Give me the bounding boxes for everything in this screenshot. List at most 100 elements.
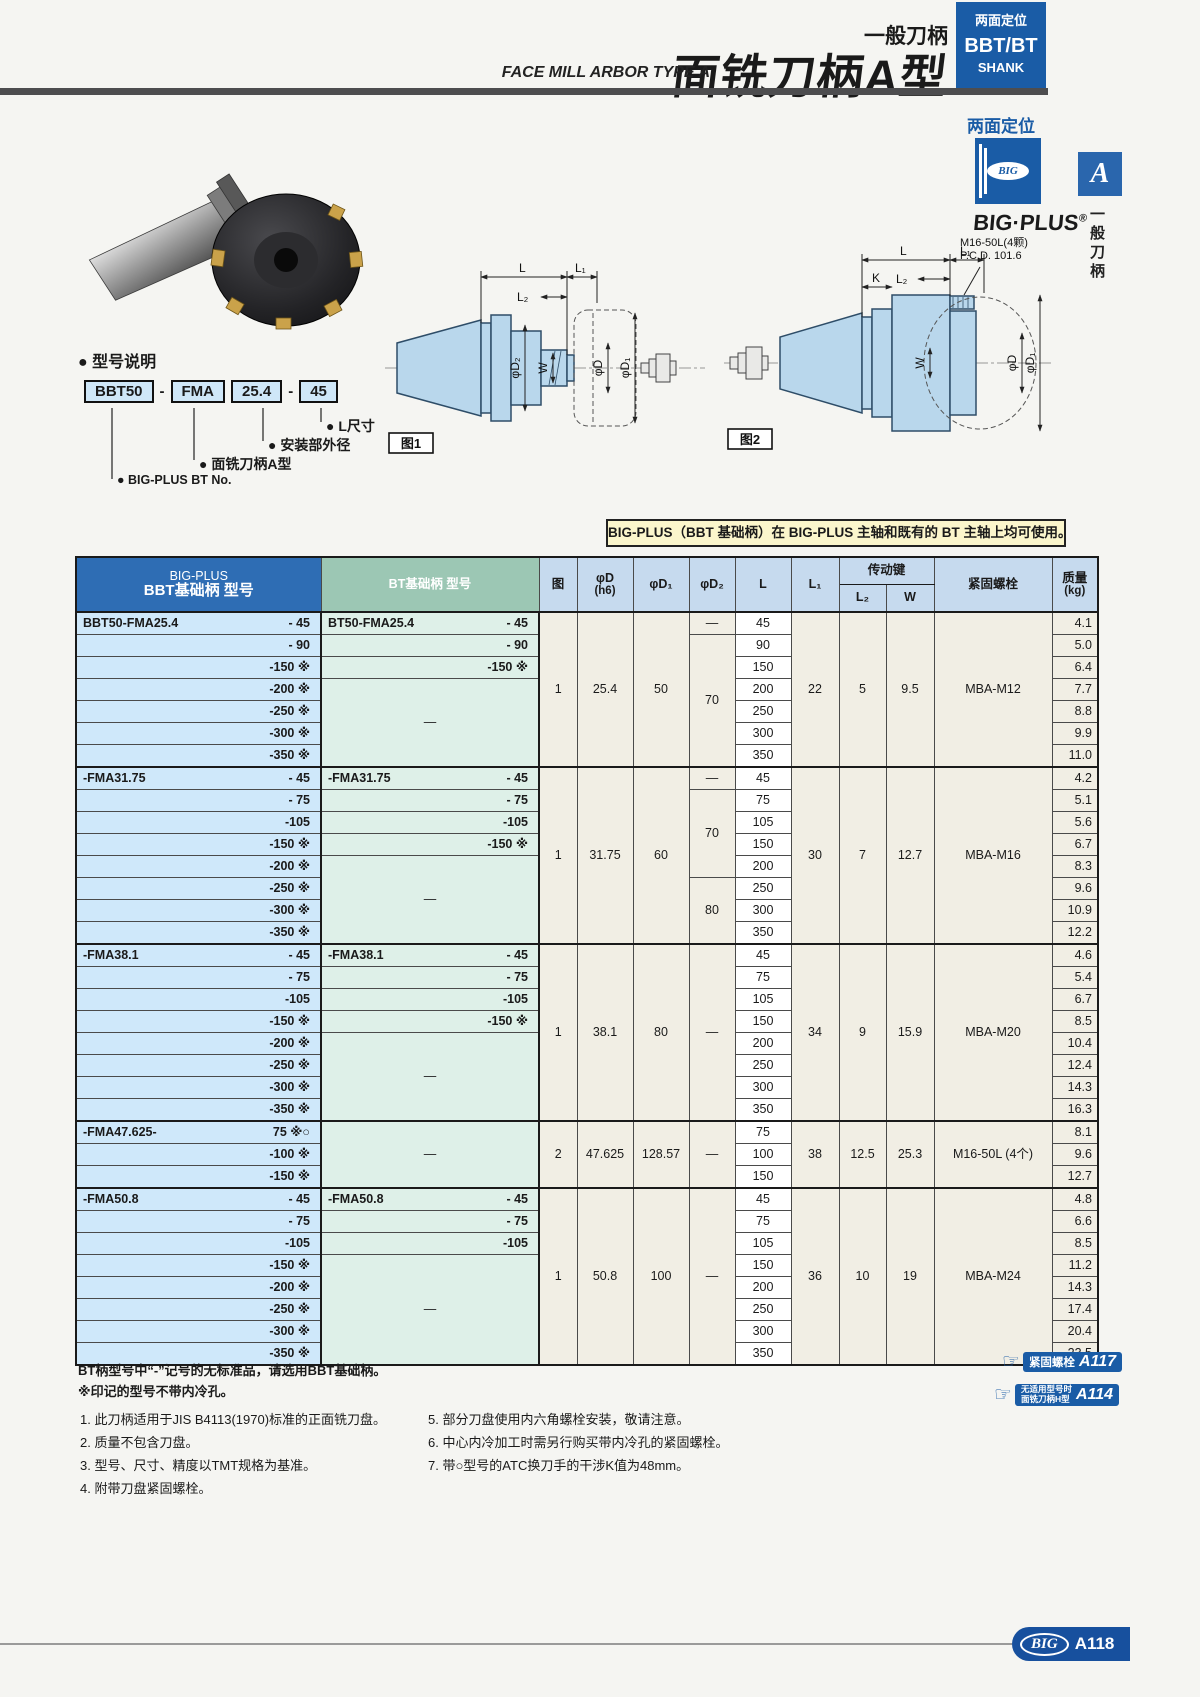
length-l-cell: 150 — [734, 656, 792, 679]
weight-cell: 4.2 — [1051, 766, 1099, 790]
spec-table: BIG-PLUS BBT基础柄 型号 BT基础柄 型号 图 φD (h6) φD… — [75, 556, 1099, 1366]
length-l1-cell: 38 — [790, 1120, 840, 1189]
key-l2-cell: 10 — [838, 1187, 887, 1366]
bbt-model-cell: -250 ※ — [75, 1298, 322, 1321]
key-w-cell: 25.3 — [885, 1120, 935, 1189]
shank-badge-top: 两面定位 — [974, 13, 1027, 28]
weight-cell: 5.6 — [1051, 811, 1099, 834]
bt-merged-cell: — — [320, 1120, 540, 1189]
figure-ref-cell: 1 — [538, 766, 578, 945]
bbt-model-cell: - 75 — [75, 966, 322, 989]
logo-stripe — [979, 144, 982, 198]
ref-page: A114 — [1075, 1385, 1114, 1403]
dim-label-d: φD — [1005, 354, 1019, 371]
bt-model-cell: - 90 — [320, 634, 540, 657]
bbt-model-cell: - 75 — [75, 789, 322, 812]
dim-label-d: φD — [591, 359, 605, 376]
length-l-cell: 350 — [734, 1098, 792, 1122]
ref-link-a114[interactable]: ☞ 无适用型号时 面铣刀柄H型 A114 — [994, 1383, 1120, 1406]
length-l-cell: 150 — [734, 1254, 792, 1277]
diameter-d2-cell: 80 — [688, 877, 736, 945]
diameter-d2-cell: 70 — [688, 789, 736, 878]
length-l-cell: 105 — [734, 811, 792, 834]
bt-model-cell: -FMA38.1- 45 — [320, 943, 540, 967]
bt-model-cell: - 75 — [320, 789, 540, 812]
ref-label-2line: 无适用型号时 面铣刀柄H型 — [1021, 1384, 1072, 1405]
bbt-model-cell: -300 ※ — [75, 899, 322, 922]
diameter-d2-cell: — — [688, 1120, 736, 1189]
figure-ref-cell: 2 — [538, 1120, 578, 1189]
footnote-item: 6. 中心内冷加工时需另行购买带内冷孔的紧固螺栓。 — [428, 1435, 729, 1450]
length-l-cell: 75 — [734, 1120, 792, 1144]
bbt-model-cell: -350 ※ — [75, 1098, 322, 1122]
weight-cell: 6.4 — [1051, 656, 1099, 679]
side-tab-letter: A — [1078, 152, 1122, 196]
bolt-cell: MBA-M12 — [933, 611, 1053, 768]
ref-link-a117[interactable]: ☞ 紧固螺栓 A117 — [1002, 1352, 1122, 1372]
bbt-model-cell: -200 ※ — [75, 855, 322, 878]
ref-chip-a117: 紧固螺栓 A117 — [1022, 1352, 1122, 1372]
weight-cell: 5.0 — [1051, 634, 1099, 657]
compat-notice: BIG-PLUS（BBT 基础柄）在 BIG-PLUS 主轴和既有的 BT 主轴… — [606, 519, 1072, 547]
logo-stripe — [984, 148, 987, 194]
weight-cell: 4.8 — [1051, 1187, 1099, 1211]
length-l-cell: 300 — [734, 899, 792, 922]
dim-label-k: K — [872, 271, 880, 285]
dim-label-l: L — [900, 244, 907, 258]
key-w-cell: 15.9 — [885, 943, 935, 1122]
length-l-cell: 45 — [734, 766, 792, 790]
pointing-hand-icon: ☞ — [994, 1383, 1012, 1406]
length-l1-cell: 30 — [790, 766, 840, 945]
bbt-model-cell: -300 ※ — [75, 722, 322, 745]
key-l2-cell: 12.5 — [838, 1120, 887, 1189]
length-l-cell: 300 — [734, 1076, 792, 1099]
dim-label-l1: L₁ — [575, 261, 586, 275]
dim-label-d2: φD₂ — [508, 357, 522, 378]
product-photo — [88, 173, 364, 330]
length-l1-cell: 34 — [790, 943, 840, 1122]
dim-label-w: W — [913, 357, 927, 369]
bbt-model-cell: -200 ※ — [75, 678, 322, 701]
bbt-model-cell: -150 ※ — [75, 1165, 322, 1189]
figure-ref-cell: 1 — [538, 943, 578, 1122]
length-l-cell: 75 — [734, 1210, 792, 1233]
key-l2-cell: 5 — [838, 611, 887, 768]
shank-badge: 两面定位 BBT/BT SHANK — [956, 2, 1046, 88]
length-l-cell: 350 — [734, 1342, 792, 1366]
ref-page: A117 — [1078, 1353, 1116, 1370]
col-header-fig: 图 — [538, 556, 578, 613]
bt-merged-cell: — — [320, 1032, 540, 1122]
bbt-model-cell: -200 ※ — [75, 1276, 322, 1299]
bt-model-cell: -FMA50.8- 45 — [320, 1187, 540, 1211]
bt-model-cell: -150 ※ — [320, 1010, 540, 1033]
bt-model-cell: - 75 — [320, 966, 540, 989]
weight-cell: 7.7 — [1051, 678, 1099, 701]
col-header-d2: φD₂ — [688, 556, 736, 613]
model-dash: - — [288, 383, 294, 400]
length-l-cell: 90 — [734, 634, 792, 657]
diameter-d2-cell: — — [688, 1187, 736, 1366]
weight-cell: 8.1 — [1051, 1120, 1099, 1144]
dim-label-l2: L₂ — [896, 272, 908, 286]
length-l-cell: 150 — [734, 1010, 792, 1033]
col-header-d1: φD₁ — [632, 556, 690, 613]
weight-cell: 20.4 — [1051, 1320, 1099, 1343]
diameter-d2-cell: 70 — [688, 634, 736, 768]
bt-merged-cell: — — [320, 855, 540, 945]
figure2-label: 图2 — [740, 432, 760, 447]
footnote-item: 2. 质量不包含刀盘。 — [80, 1435, 199, 1450]
diameter-d2-cell: — — [688, 943, 736, 1122]
length-l-cell: 75 — [734, 966, 792, 989]
length-l-cell: 200 — [734, 678, 792, 701]
length-l-cell: 105 — [734, 988, 792, 1011]
pointing-hand-icon: ☞ — [1002, 1351, 1020, 1373]
footnote-bt-models: BT柄型号中“-”记号的无标准品，请选用BBT基础柄。 — [78, 1363, 387, 1378]
footnote-item: 4. 附带刀盘紧固螺栓。 — [80, 1481, 212, 1496]
shank-badge-sub: SHANK — [977, 60, 1025, 75]
col-header-d-main: φD — [596, 570, 614, 585]
length-l1-cell: 36 — [790, 1187, 840, 1366]
key-w-cell: 9.5 — [885, 611, 935, 768]
weight-cell: 5.4 — [1051, 966, 1099, 989]
weight-cell: 9.6 — [1051, 1143, 1099, 1166]
dim-label-l2: L₂ — [517, 290, 529, 304]
